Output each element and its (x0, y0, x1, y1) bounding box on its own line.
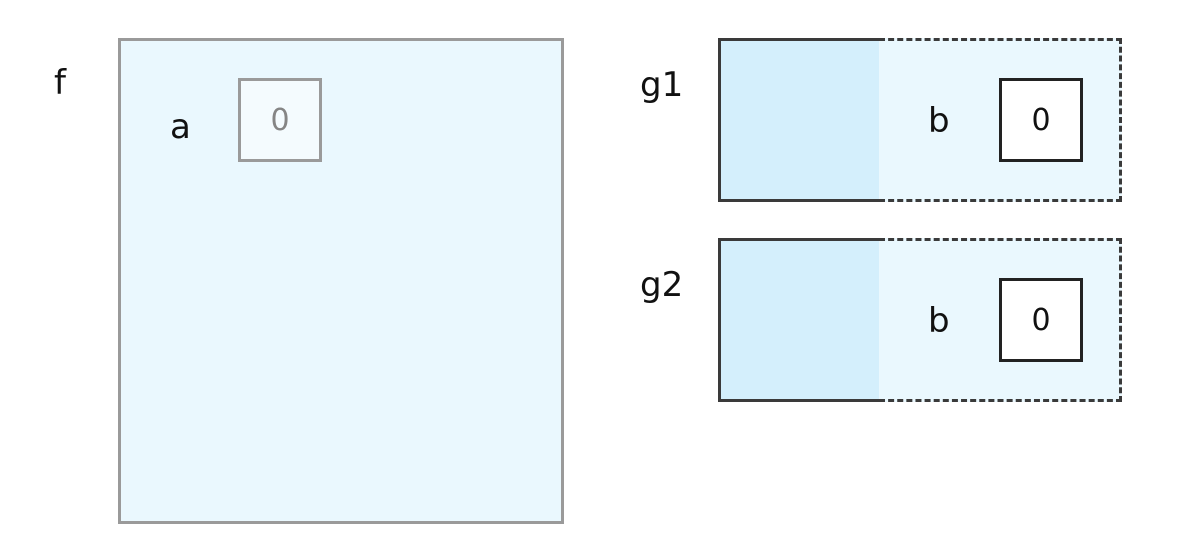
frame-g1: b 0 (718, 38, 1122, 202)
frame-g2-variable-value: 0 (1031, 302, 1051, 338)
frame-g2: b 0 (718, 238, 1122, 402)
variable-a-cell: 0 (238, 78, 322, 162)
frame-g2-header-box (718, 238, 882, 402)
frame-g1-label: g1 (640, 65, 684, 105)
frame-g2-label: g2 (640, 265, 684, 305)
frame-f-box (118, 38, 564, 524)
frame-g1-variable-cell: 0 (999, 78, 1083, 162)
frame-g1-header-box (718, 38, 882, 202)
variable-a-value: 0 (270, 102, 290, 138)
frame-g1-variable-label: b (928, 101, 950, 141)
frame-g2-variable-label: b (928, 301, 950, 341)
variable-a-label: a (170, 107, 191, 147)
frame-g1-variable-value: 0 (1031, 102, 1051, 138)
frame-g2-variable-cell: 0 (999, 278, 1083, 362)
frame-f-label: f (54, 63, 66, 103)
